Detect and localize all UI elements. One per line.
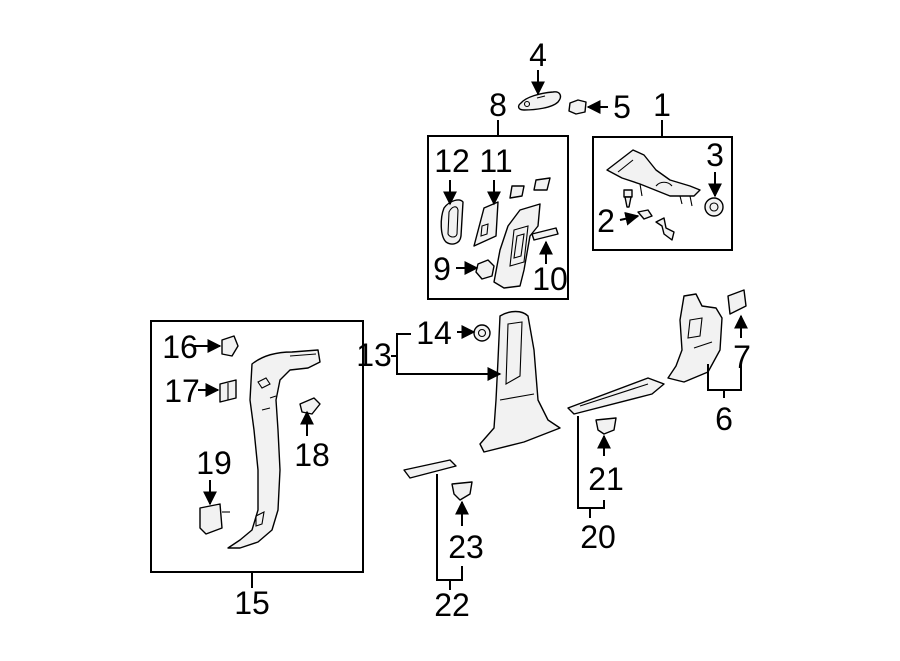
- callout-23: 23: [448, 529, 484, 565]
- callout-3: 3: [706, 137, 724, 173]
- part-2-clip: [637, 209, 675, 241]
- part-4-assist-handle: [517, 91, 562, 111]
- part-14-grommet: [473, 324, 491, 342]
- callout-14: 14: [416, 315, 452, 351]
- callout-2: 2: [597, 203, 615, 239]
- part-1-upper-trim-panel: [606, 149, 701, 207]
- callout-12: 12: [434, 143, 470, 179]
- callout-6: 6: [715, 401, 733, 437]
- part-22-sill-plate: [403, 459, 457, 479]
- callout-7: 7: [733, 339, 751, 375]
- part-19-bracket: [199, 503, 230, 535]
- part-23-clip: [451, 481, 473, 501]
- callout-4: 4: [529, 37, 547, 73]
- part-11-trim-strip: [473, 201, 499, 247]
- callout-10: 10: [532, 261, 568, 297]
- box-group-15: [150, 320, 364, 573]
- callout-19: 19: [196, 445, 232, 481]
- callout-11: 11: [479, 143, 512, 179]
- part-17-clip: [219, 379, 237, 403]
- callout-9: 9: [433, 251, 451, 287]
- callout-22: 22: [434, 587, 470, 623]
- part-20-sill-plate: [567, 377, 665, 415]
- callout-8: 8: [489, 87, 507, 123]
- callout-17: 17: [164, 373, 200, 409]
- leader-lines: [194, 70, 748, 590]
- callout-15: 15: [234, 585, 270, 621]
- part-8-pillar-trim: [493, 177, 551, 289]
- part-7-bracket: [727, 289, 747, 315]
- callout-16: 16: [162, 329, 198, 365]
- callout-5: 5: [613, 89, 631, 125]
- callout-21: 21: [588, 461, 624, 497]
- part-5-clip: [568, 99, 587, 115]
- part-12-handle-bezel: [440, 199, 464, 245]
- callout-18: 18: [294, 437, 330, 473]
- part-18-hook: [299, 397, 321, 415]
- part-6-lower-trim: [667, 293, 723, 383]
- part-16-clip: [221, 335, 239, 357]
- part-1-fastener: [623, 189, 633, 208]
- part-13-pillar-trim: [479, 310, 561, 453]
- part-15-rear-pillar-trim: [227, 349, 321, 549]
- callout-20: 20: [580, 519, 616, 555]
- callout-1: 1: [653, 87, 671, 123]
- part-10-clip: [531, 227, 559, 241]
- callout-13: 13: [356, 337, 392, 373]
- part-3-grommet: [704, 197, 724, 217]
- part-21-clip: [595, 417, 617, 435]
- callout-labels: 1 2 3 4 5 6 7 8 9 10 11 12 13 14 15 16 1…: [162, 37, 751, 623]
- part-9-nut: [475, 259, 495, 280]
